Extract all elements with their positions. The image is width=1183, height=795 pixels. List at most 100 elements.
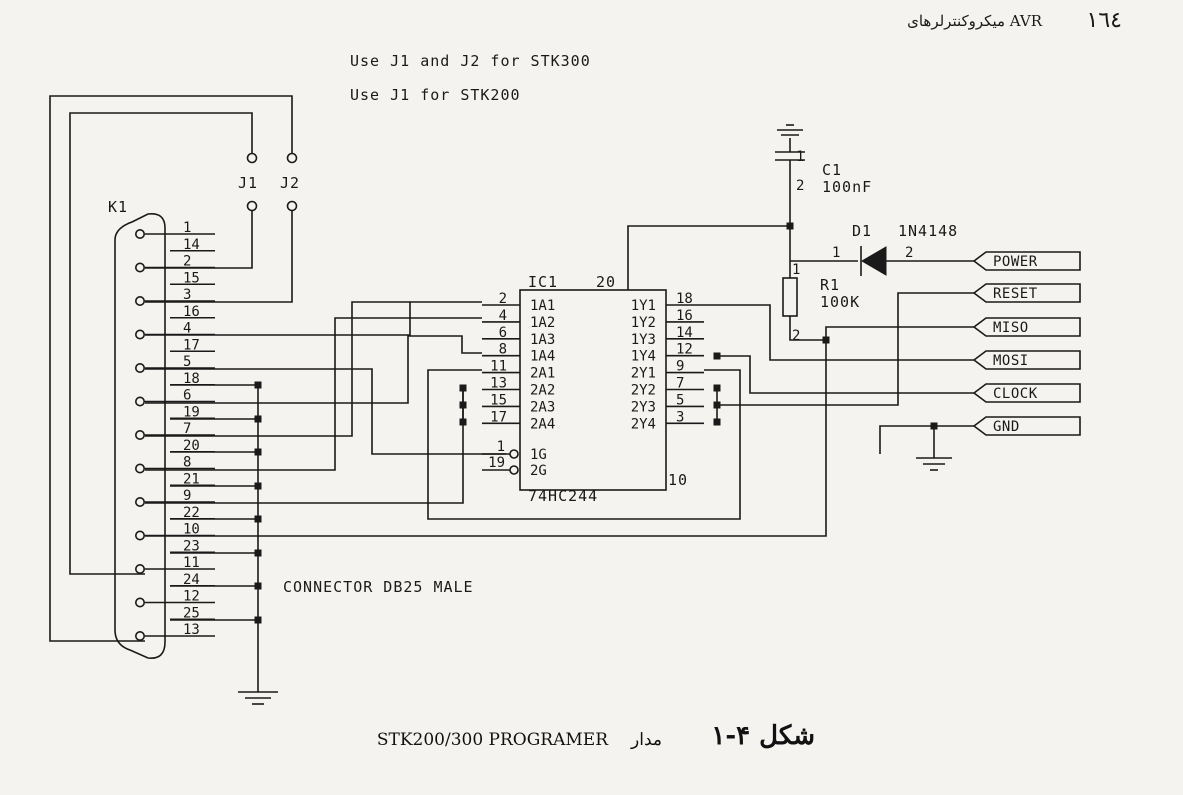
signal-flag-clock: CLOCK <box>972 383 1081 403</box>
resistor-pin2: 2 <box>792 328 800 344</box>
ic-pin-number: 17 <box>490 409 507 425</box>
connector-pin-number: 24 <box>183 572 200 588</box>
resistor-ref: R1 <box>820 276 840 294</box>
connector-pin-number: 8 <box>183 455 191 471</box>
connector-pin-number: 25 <box>183 605 200 621</box>
ic-pin-number: 7 <box>676 376 684 392</box>
ic-pin-name: 2A2 <box>530 383 555 399</box>
connector-pin: 5 <box>135 354 215 373</box>
wire-1y4-clock <box>718 355 974 394</box>
junction-dot <box>254 381 262 389</box>
ground-taps <box>170 384 258 621</box>
connector-pin: 15 <box>170 270 215 286</box>
wire-pin10-miso <box>145 326 974 537</box>
junction-dot <box>254 549 262 557</box>
signal-flag-label: POWER <box>993 254 1038 270</box>
junction-dots <box>254 222 938 624</box>
junction-dot <box>713 401 721 409</box>
junction-dot <box>459 384 467 392</box>
ic-pin-number: 3 <box>676 409 684 425</box>
ic-pin-number: 5 <box>676 392 684 408</box>
diode-part: 1N4148 <box>898 222 958 240</box>
connector-pin: 11 <box>135 555 215 574</box>
connector-pin-number: 12 <box>183 589 200 605</box>
ic-pin-number: 19 <box>488 455 505 471</box>
connector-pin: 6 <box>135 388 215 407</box>
ic-pin-number: 16 <box>676 308 693 324</box>
connector-pin: 19 <box>170 404 215 420</box>
ic-pin-number: 11 <box>490 359 507 375</box>
ic-left-pin: 11 2A1 <box>482 359 555 382</box>
signal-flag-power: POWER <box>972 251 1081 271</box>
junction-dot <box>254 482 262 490</box>
junction-dot <box>459 401 467 409</box>
ic-part: 74HC244 <box>528 487 598 505</box>
connector-pin: 13 <box>135 622 215 641</box>
db25-connector-outline <box>114 212 166 659</box>
wire-j1-to-pin2 <box>145 211 253 269</box>
junction-dot <box>822 336 830 344</box>
wire-pin9-2a <box>145 388 464 504</box>
wire-pin5-enable <box>145 368 506 455</box>
capacitor-pin1: 1 <box>796 149 804 165</box>
signal-flag-label: RESET <box>993 286 1038 302</box>
diode-ref: D1 <box>852 222 872 240</box>
connector-pin-number: 11 <box>183 555 200 571</box>
ic-pin-name: 2Y1 <box>631 366 656 382</box>
junction-dot <box>786 222 794 230</box>
ic-vcc-pin: 20 <box>596 273 616 291</box>
diode-pin2: 2 <box>905 245 913 261</box>
connector-pin-number: 14 <box>183 237 200 253</box>
diode-d1: D1 1N4148 1 2 <box>832 222 958 276</box>
connector-pin-number: 1 <box>183 220 191 236</box>
connector-pin: 12 <box>135 589 215 608</box>
junction-dot <box>713 352 721 360</box>
caption-title: STK200/300 PROGRAMER <box>377 730 609 750</box>
wire-jumper-loop <box>69 112 253 575</box>
ic-pin-number: 9 <box>676 359 684 375</box>
caption-word: مدار <box>630 730 662 750</box>
ic-pin-number: 4 <box>499 308 507 324</box>
wire-pin8-1a3 <box>145 317 482 471</box>
ic-pin-number: 15 <box>490 392 507 408</box>
wire-r1-miso <box>789 316 826 341</box>
wire-pin6-1a4 <box>145 335 482 404</box>
connector-pin-number: 23 <box>183 538 200 554</box>
ic-pin-number: 1 <box>497 439 505 455</box>
jumper-j2-label: J2 <box>280 174 300 192</box>
connector-pin-number: 6 <box>183 388 191 404</box>
connector-pin: 1 <box>135 220 215 240</box>
ic-right-pin: 9 2Y1 <box>631 359 704 382</box>
connector-pin-number: 5 <box>183 354 191 370</box>
junction-dot <box>713 384 721 392</box>
ic-pin-number: 6 <box>499 325 507 341</box>
signal-flag-gnd: GND <box>972 416 1081 436</box>
connector-pin-number: 4 <box>183 321 191 337</box>
connector-pin: 23 <box>170 538 215 554</box>
junction-dot <box>254 582 262 590</box>
ic-pin-number: 2 <box>499 291 507 307</box>
ic-pin-name: 2A1 <box>530 366 555 382</box>
connector-pin-number: 22 <box>183 505 200 521</box>
ic-pin-name: 1A1 <box>530 298 555 314</box>
connector-pin-number: 7 <box>183 421 191 437</box>
connector-pin-number: 20 <box>183 438 200 454</box>
wire-j2-to-pin3 <box>145 211 293 303</box>
ic-pin-name: 2G <box>530 463 547 479</box>
connector-pin-number: 19 <box>183 404 200 420</box>
connector-pin: 7 <box>135 421 215 440</box>
connector-pin: 17 <box>170 337 215 353</box>
connector-pin-number: 3 <box>183 287 191 303</box>
ic-pin-number: 8 <box>499 342 507 358</box>
wire-1y1-mosi <box>704 304 974 361</box>
signal-flag-reset: RESET <box>972 283 1081 303</box>
junction-dot <box>254 616 262 624</box>
junction-dot <box>713 418 721 426</box>
